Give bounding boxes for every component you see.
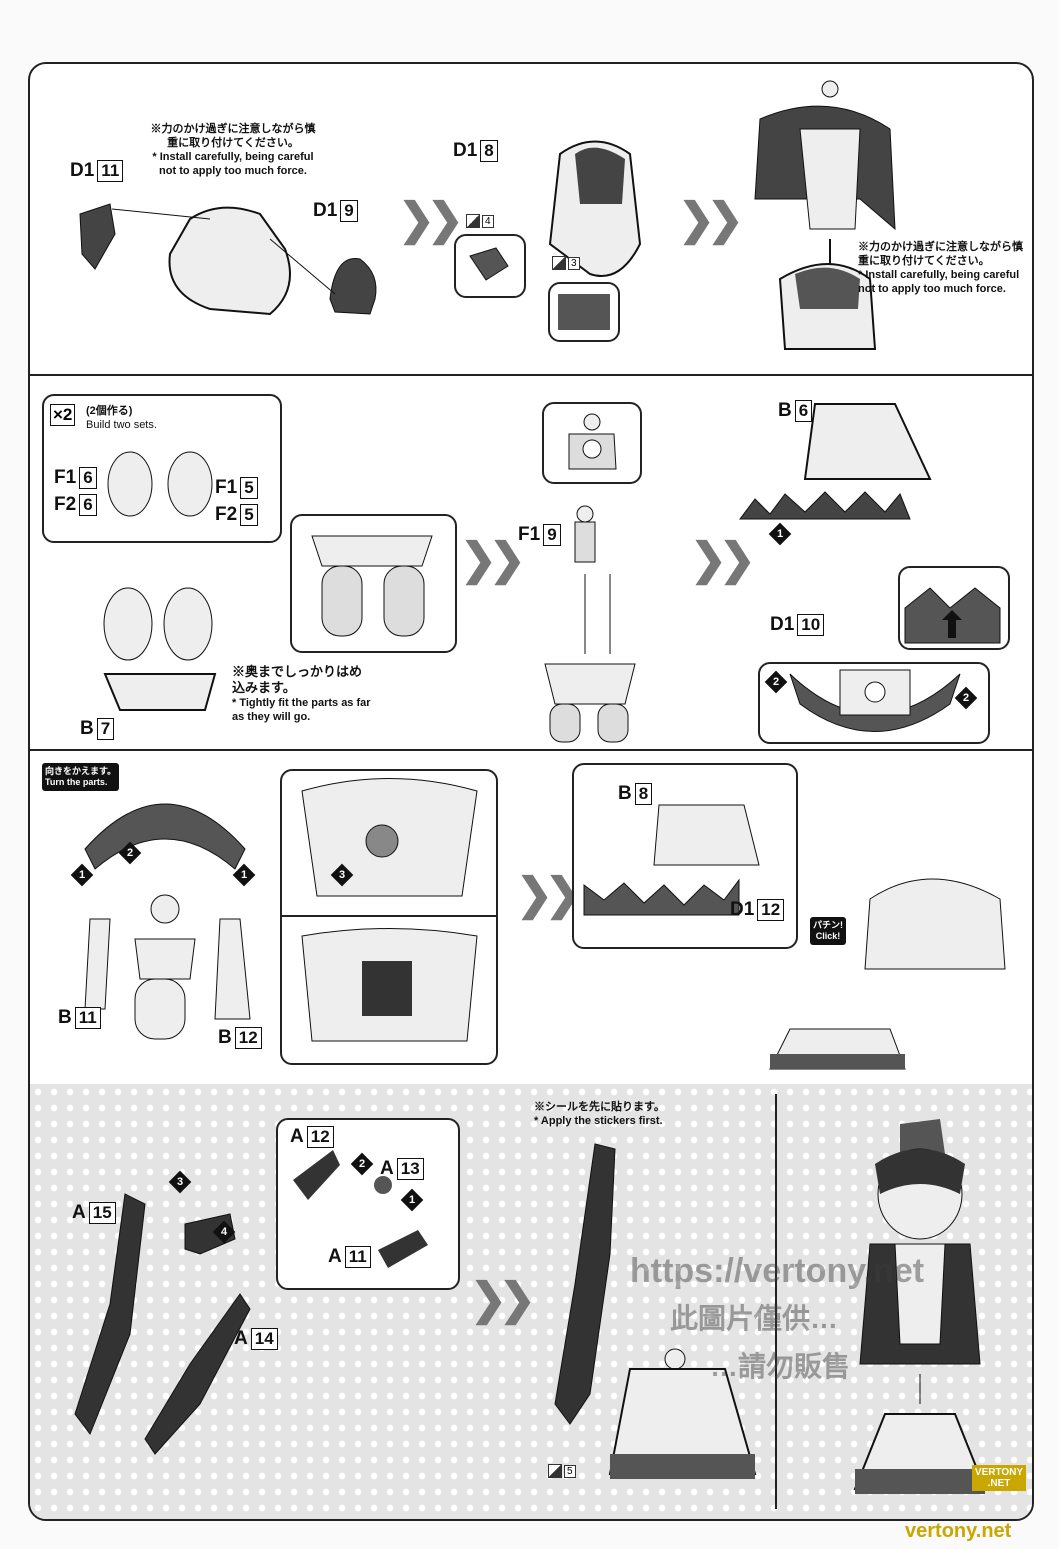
skirt-tab-detail-box — [898, 566, 1010, 650]
build-two-sets-note: (2個作る)Build two sets. — [86, 405, 157, 431]
skirt-bend-detail-box — [758, 662, 990, 744]
joint-detail-box — [542, 402, 642, 484]
hip-skirt-frame-illustration — [84, 803, 251, 1040]
hair-parts-illustration — [74, 1193, 251, 1455]
legs-detail-box — [290, 514, 457, 653]
assembled-torso-illustration — [754, 80, 896, 350]
hair-and-skirt-illustration — [554, 1143, 757, 1479]
hip-joint-illustration — [544, 505, 636, 743]
next-arrow: ❯❯ — [690, 535, 756, 584]
next-arrow: ❯❯ — [398, 195, 464, 244]
turn-parts-badge: 向きをかえます。Turn the parts. — [42, 763, 120, 791]
apply-stickers-note: ※シールを先に貼ります。* Apply the stickers first. — [534, 1101, 665, 1127]
next-arrow: ❯❯ — [516, 870, 582, 919]
watermark-url: https://vertony.net — [630, 1252, 925, 1290]
completed-figure-illustration — [853, 1119, 987, 1494]
sticker-4: 4 — [466, 214, 494, 228]
watermark-text-2: …請勿販售 — [710, 1351, 851, 1382]
divider — [775, 1094, 777, 1509]
skirt-illustration — [739, 403, 932, 520]
step-marker-1: 1 — [768, 522, 792, 546]
vertony-footer-text: vertony.net — [905, 1520, 1012, 1542]
fit-tightly-note: ※奥までしっかりはめ込みます。* Tightly fit the parts a… — [232, 664, 371, 723]
next-arrow: ❯❯ — [678, 195, 744, 244]
caution-note-right: ※力のかけ過ぎに注意しながら慎重に取り付けてください。* Install car… — [858, 241, 1023, 295]
sticker-detail-4 — [454, 234, 526, 298]
x2-icon: ×2 — [50, 404, 76, 426]
sticker-3: 3 — [552, 256, 580, 270]
sticker-detail-3 — [548, 282, 620, 342]
click-badge: パチン!Click! — [810, 917, 846, 945]
cape-part-illustration — [548, 140, 642, 277]
caution-note-left: ※力のかけ過ぎに注意しながら慎重に取り付けてください。* Install car… — [150, 123, 316, 177]
next-arrow: ❯❯ — [460, 535, 526, 584]
shoulder-assembly-illustration — [79, 203, 377, 316]
assembled-skirt-illustration — [769, 878, 1006, 1070]
vertony-logo: VERTONY .NET — [972, 1465, 1026, 1491]
rotation-detail-box — [280, 769, 498, 1065]
legs-illustration — [103, 451, 217, 711]
sticker-5: 5 — [548, 1464, 576, 1478]
next-arrow: ❯❯ — [470, 1275, 536, 1324]
watermark-text-1: 此圖片僅供… — [670, 1303, 839, 1334]
